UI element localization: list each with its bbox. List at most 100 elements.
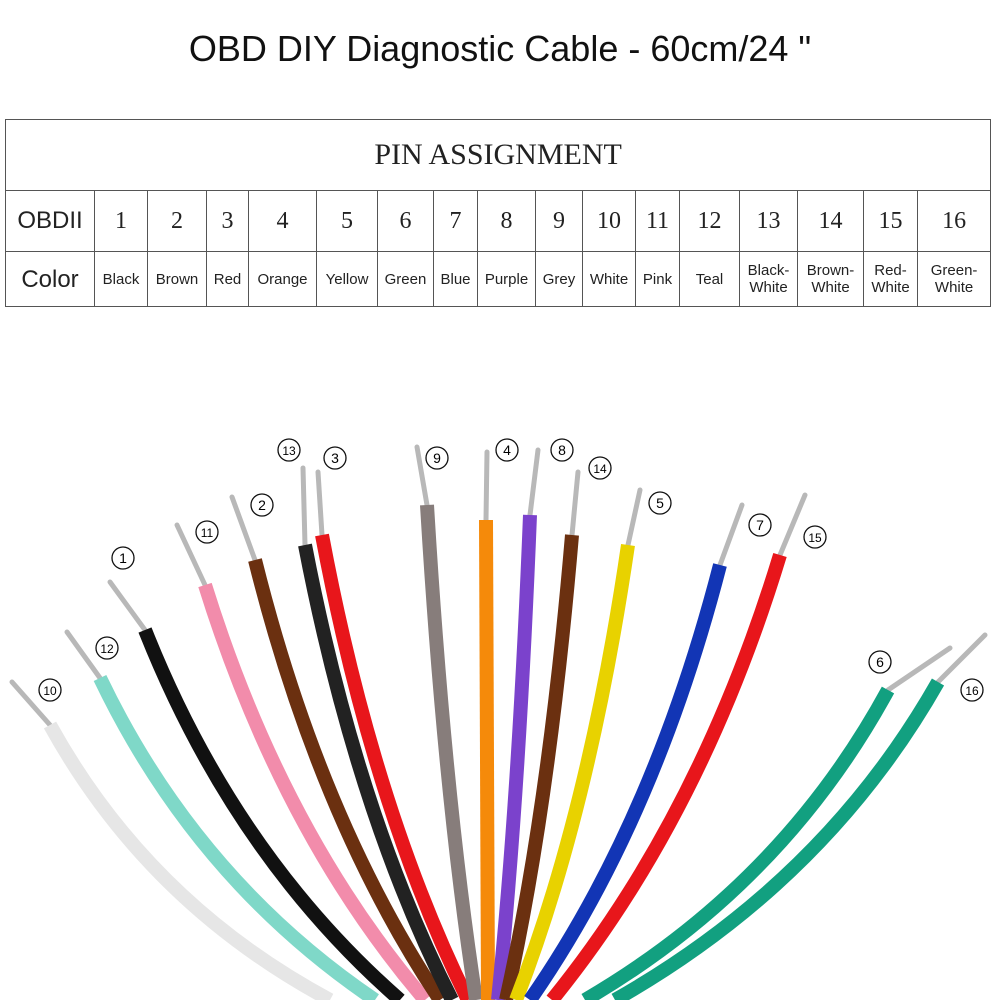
- wire-5: 5: [509, 487, 672, 1000]
- wire-14: 14: [499, 456, 612, 1000]
- wire-1: 1: [107, 546, 405, 1000]
- wire-label-circle: [960, 678, 984, 702]
- wire-tip: [174, 522, 208, 588]
- wire-insulation: [138, 627, 405, 1000]
- wire-label-circle: [38, 678, 62, 702]
- pin-color-cell: Teal: [679, 251, 740, 307]
- wire-label-circle: [550, 438, 574, 462]
- wire-tip: [885, 645, 953, 693]
- wire-tip: [527, 447, 541, 518]
- wire-insulation: [524, 563, 727, 1000]
- wire-tip: [9, 679, 53, 728]
- wire-2: 2: [229, 493, 446, 1000]
- wire-label-circle: [277, 438, 301, 462]
- wire-tip: [569, 469, 581, 538]
- wire-insulation: [499, 534, 579, 1000]
- wire-insulation: [546, 552, 787, 1000]
- pin-number-cell: 12: [679, 190, 740, 252]
- wire-10: 10: [9, 678, 334, 1000]
- wire-label: 15: [808, 531, 822, 545]
- wire-3: 3: [315, 446, 475, 1000]
- wire-label: 6: [876, 654, 884, 670]
- pin-number-cell: 9: [535, 190, 583, 252]
- pin-color-cell: Green-White: [916, 251, 992, 307]
- wire-tip: [315, 469, 325, 538]
- pin-color-cell: Brown: [147, 251, 207, 307]
- pin-color-cell: Green: [377, 251, 434, 307]
- pin-color-cell: Black: [94, 251, 148, 307]
- wire-insulation: [611, 678, 945, 1000]
- wire-label: 14: [593, 462, 607, 476]
- wire-insulation: [581, 686, 895, 1000]
- pin-color-cell: Black-White: [739, 251, 798, 307]
- row-label-color: Color: [5, 251, 95, 307]
- wire-label-circle: [323, 446, 347, 470]
- wire-tip: [625, 487, 643, 548]
- pin-number-cell: 6: [377, 190, 434, 252]
- wire-label-circle: [588, 456, 612, 480]
- wire-8: 8: [491, 438, 574, 1000]
- pin-number-cell: 7: [433, 190, 478, 252]
- pin-number-cell: 11: [635, 190, 680, 252]
- wire-tip: [414, 444, 430, 508]
- wire-insulation: [491, 514, 537, 1000]
- pin-number-cell: 13: [739, 190, 798, 252]
- pin-color-cell: Orange: [248, 251, 317, 307]
- pin-color-cell: Blue: [433, 251, 478, 307]
- wire-label: 9: [433, 450, 441, 466]
- wire-tip: [300, 465, 308, 548]
- wire-label: 12: [100, 642, 114, 656]
- wire-label: 13: [282, 444, 296, 458]
- wire-11: 11: [174, 520, 431, 1000]
- pin-number-cell: 15: [863, 190, 918, 252]
- wire-6: 6: [581, 645, 953, 1000]
- wire-insulation: [315, 533, 475, 1000]
- pin-color-cell: Yellow: [316, 251, 378, 307]
- wire-label-circle: [95, 636, 119, 660]
- wire-insulation: [298, 543, 459, 1000]
- wire-tip: [935, 632, 988, 685]
- wire-label-circle: [195, 520, 219, 544]
- wire-label: 3: [331, 450, 339, 466]
- pin-color-cell: White: [582, 251, 636, 307]
- pin-color-cell: Brown-White: [797, 251, 864, 307]
- wire-label: 2: [258, 497, 266, 513]
- wire-label: 16: [965, 684, 979, 698]
- wire-tip: [107, 579, 148, 633]
- wire-label-circle: [495, 438, 519, 462]
- wire-insulation: [248, 558, 446, 1000]
- wire-tip: [64, 629, 103, 681]
- pin-color-cell: Red: [206, 251, 249, 307]
- wire-label: 11: [201, 526, 214, 540]
- wire-insulation: [93, 674, 379, 1000]
- wire-label: 8: [558, 442, 566, 458]
- wire-9: 9: [414, 444, 483, 1000]
- wire-insulation: [420, 504, 483, 1000]
- wire-label-circle: [250, 493, 274, 517]
- wire-4: 4: [479, 438, 519, 1000]
- wire-label-circle: [111, 546, 135, 570]
- table-heading: PIN ASSIGNMENT: [4, 119, 992, 191]
- pin-number-cell: 4: [248, 190, 317, 252]
- wire-insulation: [479, 519, 495, 1000]
- wire-label: 5: [656, 495, 664, 511]
- wire-label: 10: [43, 684, 57, 698]
- wire-tip: [717, 502, 745, 568]
- page-title: OBD DIY Diagnostic Cable - 60cm/24 ": [188, 28, 812, 69]
- pin-color-cell: Purple: [477, 251, 536, 307]
- wire-label-circle: [868, 650, 892, 674]
- wire-label: 4: [503, 442, 511, 458]
- pin-color-cell: Pink: [635, 251, 680, 307]
- wire-insulation: [509, 543, 635, 1000]
- wire-12: 12: [64, 629, 379, 1000]
- wire-label-circle: [648, 491, 672, 515]
- wire-tip: [229, 494, 258, 563]
- wire-tip: [777, 492, 808, 558]
- wire-insulation: [198, 582, 431, 1000]
- pin-number-cell: 16: [916, 190, 992, 252]
- wire-label-circle: [748, 513, 772, 537]
- wire-label-circle: [425, 446, 449, 470]
- wire-insulation: [43, 721, 334, 1000]
